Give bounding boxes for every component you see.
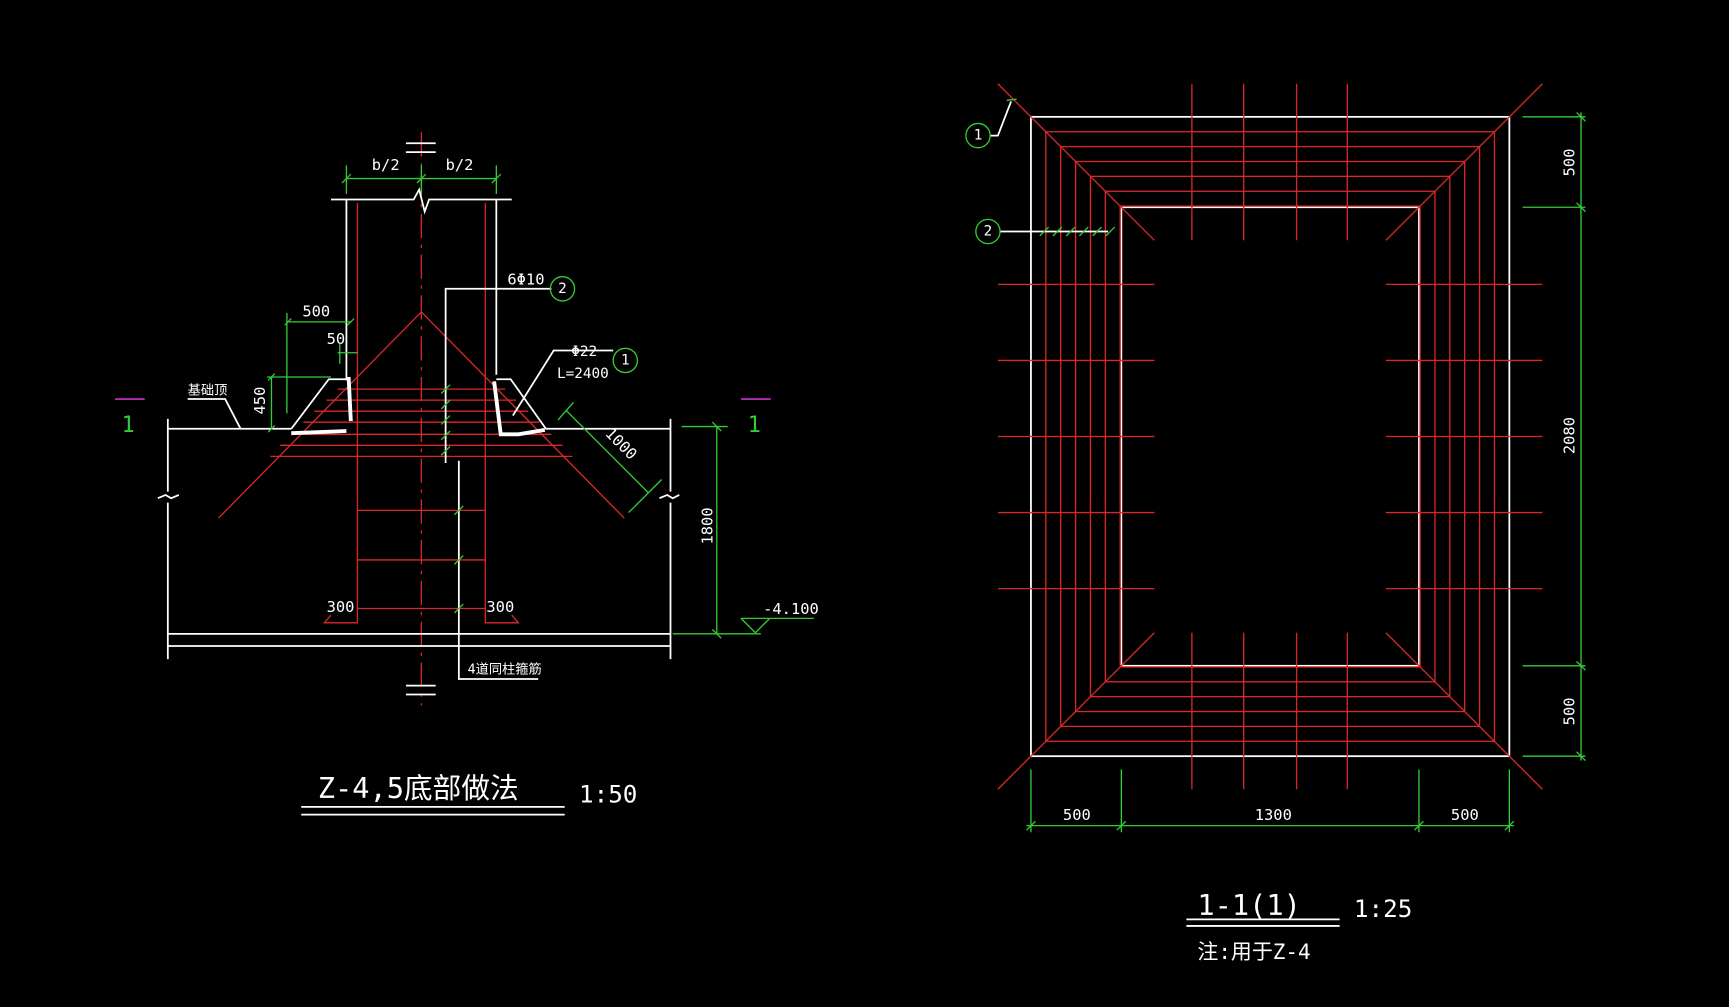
dim-450: 450 (251, 387, 269, 415)
plan-marker-2-ticks (1039, 226, 1116, 237)
section-marker-left: 1 (114, 398, 145, 438)
rebar-2-spec: 6Φ10 (507, 270, 544, 288)
plan-dims-bottom: 500 1300 500 (1026, 769, 1515, 833)
column-rebar-right (484, 202, 520, 624)
dim-1000: 1000 (557, 401, 663, 514)
dim-50: 50 (327, 330, 346, 348)
rebar-1-left-horizontal (291, 429, 347, 436)
column-stirrups (357, 509, 486, 610)
rebar-1-length: L=2400 (557, 366, 609, 382)
dim-500: 500 (302, 302, 330, 320)
column-rebar-left (322, 202, 359, 624)
elevation-label: -4.100 (763, 600, 819, 618)
dim-300-left: 300 (327, 598, 355, 616)
plan-dims-right: 500 2080 500 (1522, 111, 1586, 762)
foundation-top-leader (187, 398, 242, 430)
plan-dim-bottom-right: 500 (1451, 806, 1479, 824)
dim-500-50-450: 500 50 450 (251, 302, 358, 433)
plan-marker-1-leader (990, 101, 1012, 137)
left-detail-title: Z-4,5底部做法 (318, 771, 519, 805)
stirrup-note-leader (457, 460, 539, 680)
plan-marker-1-circle (965, 122, 991, 149)
plan-dim-bottom-middle: 1300 (1255, 806, 1292, 824)
plan-dim-right-top: 500 (1560, 149, 1578, 177)
dim-1800-label: 1800 (698, 507, 716, 544)
right-detail: 1 2 500 2080 500 (965, 83, 1586, 964)
column-break-line (330, 187, 512, 215)
rebar-1-leader (512, 349, 614, 417)
dim-b2: b/2 b/2 (341, 156, 502, 195)
rebar-1-right (492, 381, 546, 437)
plan-dim-right-bottom: 500 (1560, 697, 1578, 725)
right-detail-title: 1-1(1) (1197, 888, 1301, 922)
right-detail-scale: 1:25 (1354, 894, 1412, 923)
plan-dim-right-middle: 2080 (1560, 417, 1578, 454)
left-detail-scale: 1:50 (579, 779, 637, 808)
rebar-1-left-vertical (346, 376, 353, 422)
rebar-2-marker-circle (549, 276, 576, 302)
plan-marker-2-circle (975, 218, 1001, 245)
top-symmetry-mark (405, 142, 436, 154)
section-marker-right: 1 (741, 398, 771, 438)
dim-1000-label: 1000 (602, 424, 641, 463)
rebar-1-marker: 1 (621, 352, 630, 368)
stirrup-ticks (453, 505, 464, 614)
rebar-1-spec: Φ22 (571, 344, 597, 360)
plan-marker-2: 2 (984, 223, 993, 239)
stirrup-note: 4道同柱箍筋 (468, 661, 542, 678)
dim-300-right: 300 (486, 598, 514, 616)
section-marker-left-label: 1 (122, 413, 135, 438)
plan-rebar-frame (1119, 205, 1421, 668)
plan-rebar-frame (1104, 190, 1436, 683)
dim-b2-left: b/2 (372, 156, 400, 174)
right-detail-note: 注:用于Z-4 (1197, 940, 1310, 964)
left-detail: b/2 b/2 (114, 132, 819, 816)
plan-dim-bottom-left: 500 (1063, 806, 1091, 824)
plan-inner-opening (1120, 206, 1420, 667)
foundation-top-label: 基础顶 (188, 383, 228, 399)
plan-cross-bars-horizontal (997, 283, 1543, 590)
rebar-2-ticks (440, 384, 451, 456)
dim-1800: 1800 (672, 421, 761, 639)
rebar-2-leader (444, 287, 552, 463)
elevation-marker: -4.100 (740, 600, 819, 634)
plan-marker-1: 1 (974, 128, 983, 144)
rebar-2-marker: 2 (558, 281, 567, 297)
plan-cross-bars-vertical (1191, 83, 1348, 790)
dim-b2-right: b/2 (446, 156, 474, 174)
rebar-1-marker-circle (612, 347, 639, 374)
section-marker-right-label: 1 (748, 413, 761, 438)
bottom-symmetry-mark (405, 684, 436, 696)
